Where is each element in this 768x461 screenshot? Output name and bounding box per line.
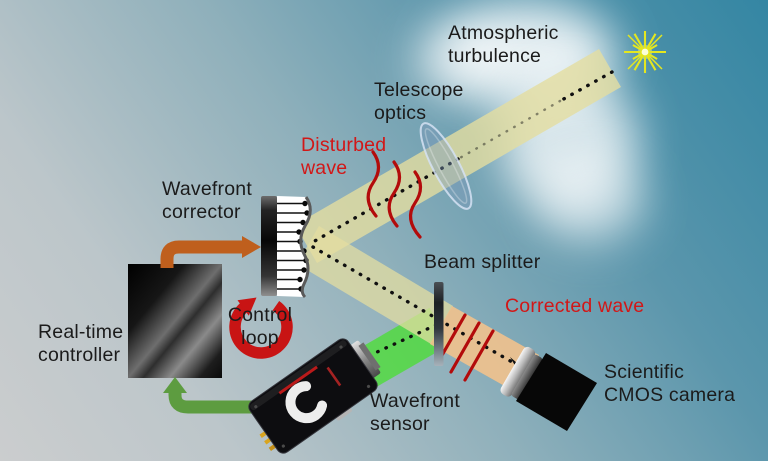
label-wavefront-corrector: Wavefront corrector — [162, 178, 252, 223]
label-control-loop: Control loop — [227, 304, 293, 349]
star-icon — [624, 31, 666, 73]
label-atmospheric-turbulence: Atmospheric turbulence — [448, 22, 559, 67]
cloud-blob — [412, 26, 502, 96]
label-disturbed-wave: Disturbed wave — [301, 134, 387, 179]
feedback-arrow-green — [163, 377, 322, 414]
wavefront-sensor-device — [248, 338, 381, 454]
label-real-time-controller: Real-time controller — [38, 321, 124, 366]
realtime-controller-box — [128, 264, 222, 378]
cloud-blob — [536, 158, 646, 244]
beam-splitter-device — [434, 282, 444, 366]
disturbed-wave-lines — [366, 150, 423, 239]
incoming-beam — [295, 49, 621, 263]
label-beam-splitter: Beam splitter — [424, 251, 541, 273]
label-wavefront-sensor: Wavefront sensor — [370, 390, 460, 435]
deformable-mirror-membrane — [299, 196, 312, 299]
command-arrow-orange — [160, 236, 261, 268]
cmos-camera-device — [500, 346, 597, 431]
label-corrected-wave: Corrected wave — [505, 295, 645, 317]
reflected-beam — [297, 226, 453, 344]
label-telescope-optics: Telescope optics — [374, 79, 464, 124]
control-loop-arrow — [229, 297, 293, 359]
wavefront-corrector-device — [261, 196, 312, 299]
telescope-lens-icon — [419, 122, 473, 210]
actuator-pins — [277, 202, 306, 290]
label-scientific-cmos-camera: Scientific CMOS camera — [604, 361, 736, 406]
sensor-logo — [285, 381, 328, 424]
